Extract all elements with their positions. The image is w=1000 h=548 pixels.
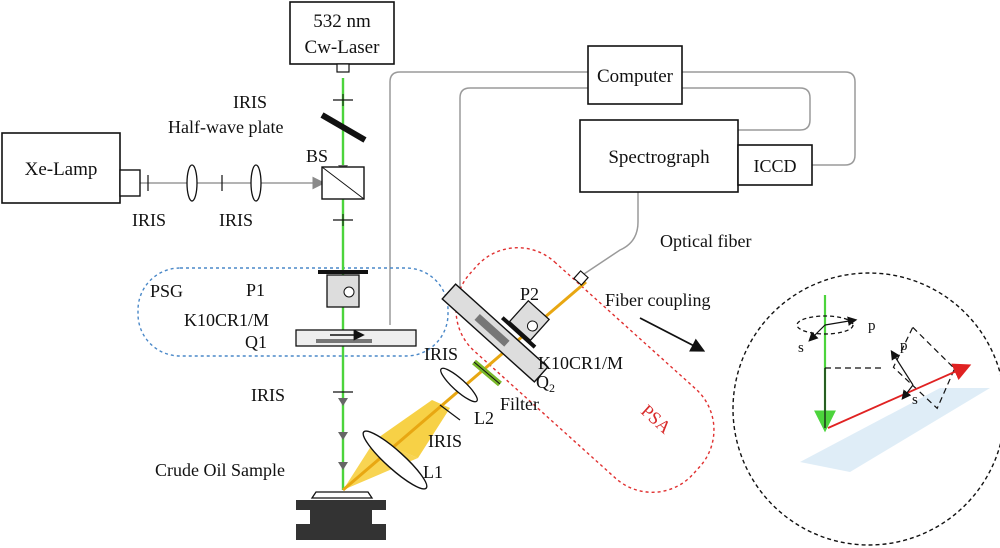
label-psa: PSA xyxy=(637,401,675,438)
polarizer-p2 xyxy=(500,299,551,349)
computer-box: Computer xyxy=(587,45,683,105)
reflected-beam xyxy=(827,363,972,429)
signal-cables xyxy=(389,71,856,325)
computer-label: Computer xyxy=(597,66,674,87)
lens-icon xyxy=(440,367,478,403)
sample-plane xyxy=(800,388,990,472)
spectrograph-label: Spectrograph xyxy=(608,147,710,168)
arrow-icon xyxy=(639,317,706,352)
xe-lamp-box: Xe-Lamp xyxy=(1,132,141,204)
label-p1: P1 xyxy=(246,280,265,300)
psg-region xyxy=(137,267,449,357)
label-iris-left-1: IRIS xyxy=(132,210,166,230)
label-k10cr1-psa: K10CR1/M xyxy=(538,353,623,373)
iccd-label: ICCD xyxy=(753,156,796,176)
iris-icon xyxy=(333,94,353,106)
label-iris-left-2: IRIS xyxy=(219,210,253,230)
label-bs: BS xyxy=(306,146,328,166)
waveplate-q1 xyxy=(295,329,417,347)
iccd-box: ICCD xyxy=(737,144,813,186)
label-l1: L1 xyxy=(423,462,443,482)
label-crude-oil-sample: Crude Oil Sample xyxy=(155,460,285,480)
laser-label-line1: 532 nm xyxy=(313,11,371,32)
inset-label-p-top: p xyxy=(868,318,876,334)
laser-box: 532 nm Cw-Laser xyxy=(289,1,395,73)
filter-outline xyxy=(473,361,501,385)
inset-label-s-side: s xyxy=(912,392,918,408)
label-half-wave-plate: Half-wave plate xyxy=(168,117,283,137)
label-p2: P2 xyxy=(520,284,539,304)
xe-lamp-label: Xe-Lamp xyxy=(25,159,98,180)
label-q1: Q1 xyxy=(245,332,267,352)
inset-label-p-side: p xyxy=(900,338,908,354)
label-iris-top: IRIS xyxy=(233,92,267,112)
waveplate-q2 xyxy=(441,283,549,383)
polarizer-p1 xyxy=(318,270,368,308)
lens-icon xyxy=(186,164,198,202)
lens-icon xyxy=(362,430,428,490)
polarization-inset: p s p s xyxy=(732,272,1000,546)
half-wave-plate-icon xyxy=(320,112,367,143)
label-iris-lower: IRIS xyxy=(428,431,462,451)
label-optical-fiber: Optical fiber xyxy=(660,231,751,251)
label-l2: L2 xyxy=(474,408,494,428)
lens-icon xyxy=(250,164,262,202)
inset-label-s-top: s xyxy=(798,340,804,356)
beam-splitter-icon xyxy=(321,166,365,200)
label-filter: Filter xyxy=(500,394,539,414)
spectrograph-box: Spectrograph xyxy=(579,119,739,193)
label-fiber-coupling: Fiber coupling xyxy=(605,290,711,310)
iris-icon xyxy=(439,404,461,421)
label-k10cr1-psg: K10CR1/M xyxy=(184,310,269,330)
label-iris-mid: IRIS xyxy=(251,385,285,405)
label-iris-filter: IRIS xyxy=(424,344,458,364)
iris-icon xyxy=(333,214,353,226)
sample-stage xyxy=(296,491,386,540)
fiber-connector-icon xyxy=(573,270,589,286)
laser-label-line2: Cw-Laser xyxy=(305,37,381,58)
label-q2: Q2 xyxy=(536,372,555,395)
label-psg: PSG xyxy=(150,281,183,301)
